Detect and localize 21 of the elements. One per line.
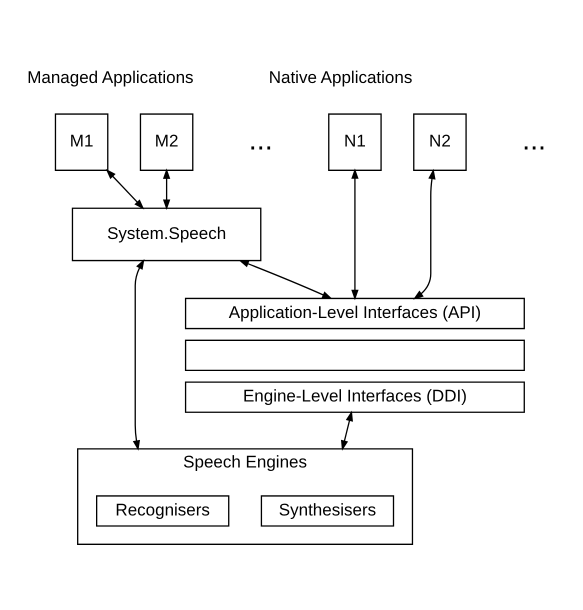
arrow (413, 168, 436, 300)
node-box: Application-Level Interfaces (API) (184, 298, 525, 330)
node-box (184, 340, 525, 372)
label: ... (522, 124, 546, 157)
arrow (106, 168, 144, 210)
arrow (238, 260, 333, 300)
node-box: N1 (328, 113, 382, 171)
label: ... (248, 124, 273, 157)
arrow (132, 258, 144, 451)
node-box: Recognisers (96, 495, 230, 527)
node-box: M2 (140, 113, 194, 171)
node-box: M1 (54, 113, 108, 171)
label: Managed Applications (27, 68, 194, 88)
arrow (351, 168, 359, 300)
node-box: System.Speech (72, 208, 262, 262)
node-box: Synthesisers (260, 495, 394, 527)
node-box: N2 (413, 113, 467, 171)
label: Native Applications (268, 68, 412, 88)
arrow (340, 410, 353, 451)
arrow (162, 168, 170, 210)
node-box: Engine-Level Interfaces (DDI) (184, 382, 525, 413)
